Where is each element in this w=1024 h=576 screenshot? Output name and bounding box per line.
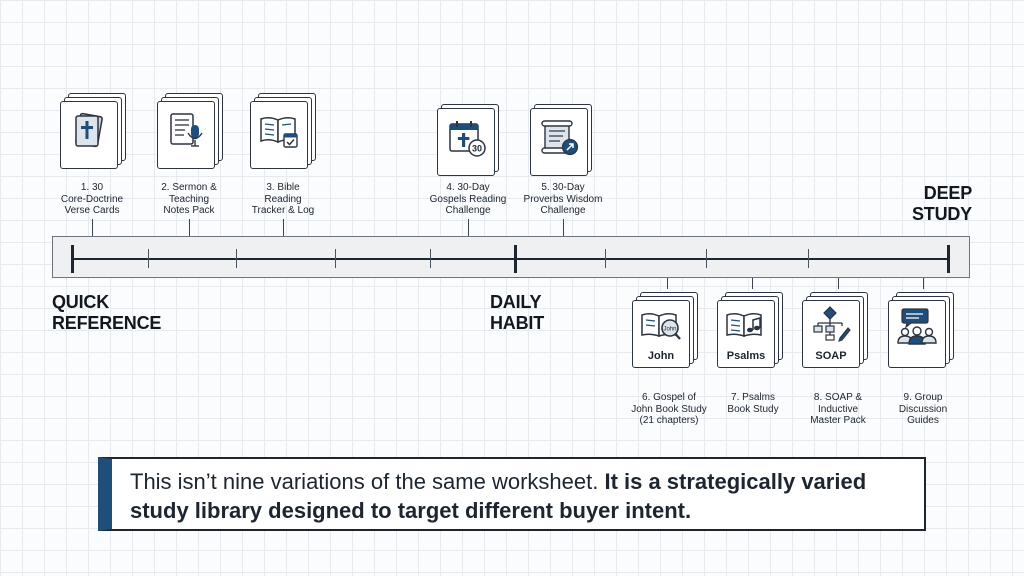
axis-tick xyxy=(706,249,708,268)
axis-tick xyxy=(236,249,238,268)
notes-microphone-icon xyxy=(170,113,203,147)
axis-end-tick xyxy=(947,245,950,273)
resource-card-6: John John xyxy=(632,292,698,372)
connector-7 xyxy=(752,278,754,289)
summary-callout: This isn’t nine variations of the same w… xyxy=(98,457,926,531)
card-word: SOAP xyxy=(815,350,847,362)
timeline-track xyxy=(52,236,970,278)
axis-tick xyxy=(808,249,810,268)
resource-card-9 xyxy=(888,292,954,372)
timeline-axis xyxy=(72,258,950,260)
resource-card-4: 30 xyxy=(437,104,499,180)
callout-normal-text: This isn’t nine variations of the same w… xyxy=(130,469,605,494)
axis-tick xyxy=(335,249,337,268)
resource-card-7: Psalms xyxy=(717,292,783,372)
open-book-checklist-icon xyxy=(260,116,298,148)
connector-8 xyxy=(838,278,840,289)
axis-tick xyxy=(430,249,432,268)
connector-9 xyxy=(923,278,925,289)
connector-2 xyxy=(189,219,191,236)
axis-mid-tick xyxy=(514,245,517,273)
scroll-icon xyxy=(541,120,579,156)
calendar-cross-icon: 30 xyxy=(449,121,486,157)
cross-cards-icon xyxy=(75,112,103,148)
resource-card-3 xyxy=(250,93,316,173)
group-discussion-icon xyxy=(897,308,937,345)
axis-tick xyxy=(148,249,150,268)
axis-tick xyxy=(605,249,607,268)
book-music-icon xyxy=(726,312,762,338)
book-magnifier-icon: John xyxy=(641,312,681,340)
resource-card-1 xyxy=(60,93,126,173)
calendar-badge: 30 xyxy=(472,144,482,154)
resource-card-8: SOAP xyxy=(802,292,868,372)
resource-card-2 xyxy=(157,93,223,173)
card-word: John xyxy=(647,350,675,362)
magnifier-label: John xyxy=(663,327,676,333)
callout-bold-text: It is a strategically varied study libra… xyxy=(130,469,867,523)
connector-1 xyxy=(92,219,94,236)
connector-4 xyxy=(468,219,470,236)
flowchart-pen-icon xyxy=(813,306,851,342)
axis-start-tick xyxy=(71,245,74,273)
card-word: Psalms xyxy=(726,350,766,362)
connector-6 xyxy=(667,278,669,289)
connector-5 xyxy=(563,219,565,236)
connector-3 xyxy=(283,219,285,236)
resource-card-5 xyxy=(530,104,592,180)
